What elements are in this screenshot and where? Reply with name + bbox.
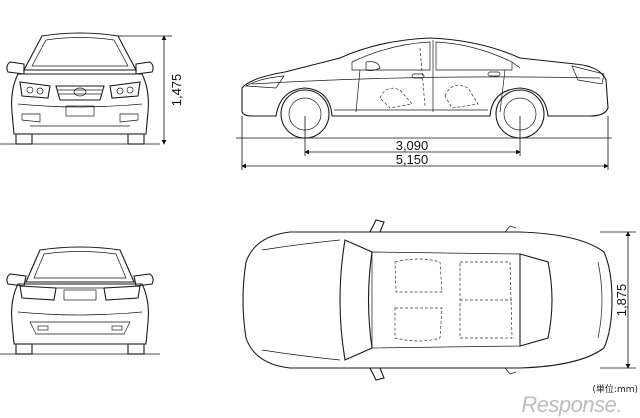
overall-length-label: 5,150 bbox=[396, 152, 429, 167]
unit-note: (単位:mm) bbox=[592, 383, 638, 395]
response-watermark: Response. bbox=[521, 392, 622, 417]
height-dimension: 1,475 bbox=[118, 35, 184, 145]
height-label: 1,475 bbox=[169, 74, 184, 107]
length-dimensions: 3,090 5,150 bbox=[241, 116, 609, 170]
wheelbase-label: 3,090 bbox=[396, 138, 429, 153]
top-view bbox=[242, 219, 613, 381]
rear-view bbox=[0, 246, 160, 355]
front-view bbox=[0, 32, 160, 145]
side-view bbox=[236, 37, 612, 139]
width-dimension: 1,875 bbox=[600, 231, 636, 369]
width-label: 1,875 bbox=[614, 284, 629, 317]
